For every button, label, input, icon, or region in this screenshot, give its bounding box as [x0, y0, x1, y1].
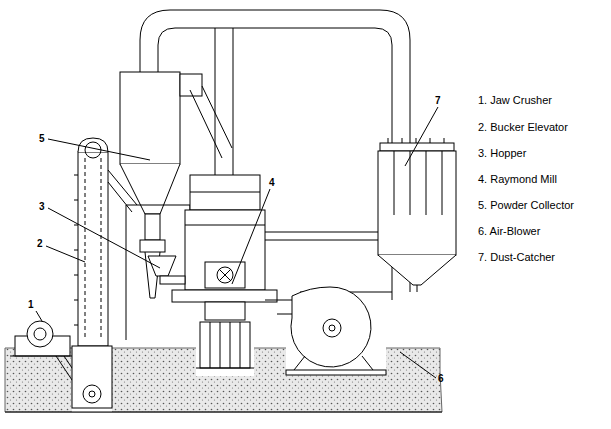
leader-line-part — [46, 246, 85, 262]
air-duct-part — [158, 28, 392, 292]
leader-line — [36, 107, 438, 378]
dust-catcher-part — [378, 151, 456, 255]
powder-collector-part — [145, 214, 160, 240]
air-blower-part — [294, 356, 373, 370]
callout-number: 6 — [438, 373, 444, 384]
bucket-elevator-part — [85, 158, 101, 340]
powder-collector-part — [120, 72, 180, 164]
bucket-elevator-part — [78, 152, 108, 346]
leader-line-part — [48, 139, 150, 160]
leader-line-part — [232, 189, 270, 284]
ground-part — [5, 412, 442, 413]
air-duct-part — [265, 232, 392, 240]
raymond-mill-part — [185, 225, 265, 226]
callout-number: 7 — [435, 95, 441, 106]
raymond-mill — [172, 175, 277, 368]
ground-part — [196, 320, 254, 376]
hopper-part — [160, 276, 185, 284]
leader-line-part — [48, 208, 160, 268]
part-list-item: 3. Hopper — [478, 147, 526, 159]
dust-catcher-part — [417, 285, 418, 292]
bucket-elevator-part — [72, 346, 112, 408]
air-blower-part — [291, 287, 371, 367]
bucket-elevator-part — [85, 142, 101, 158]
raymond-mill-part — [190, 175, 260, 210]
raymond-mill-part — [205, 302, 245, 320]
part-list-item: 1. Jaw Crusher — [478, 94, 552, 106]
ground-part — [72, 346, 112, 412]
jaw-crusher-part — [34, 328, 46, 340]
leader-line-part — [36, 311, 42, 321]
raymond-mill-part — [190, 192, 260, 193]
ground — [5, 320, 442, 412]
air-blower-part — [323, 319, 341, 337]
callout-number: 1 — [28, 299, 34, 310]
raymond-mill-part — [219, 269, 231, 281]
part-list-item: 5. Powder Collector — [478, 199, 574, 211]
callout-number: 5 — [39, 133, 45, 144]
part-list-item: 2. Bucker Elevator — [478, 121, 568, 133]
air-duct-part — [140, 10, 410, 292]
part-list-item: 4. Raymond Mill — [478, 173, 557, 185]
jaw-crusher-part — [27, 321, 53, 347]
dust-catcher-part — [388, 138, 444, 143]
powder-collector-part — [126, 205, 190, 340]
callout-number: 2 — [37, 238, 43, 249]
raymond-mill-part — [172, 290, 277, 302]
part-list-item: 6. Air-Blower — [478, 225, 540, 237]
jaw-crusher-part — [10, 356, 75, 357]
callout-number: 4 — [269, 177, 275, 188]
raymond-mill-part — [196, 322, 254, 368]
air-duct — [140, 10, 410, 292]
air-blower-part — [286, 370, 386, 375]
bucket-elevator-part — [83, 385, 101, 403]
leader-line-part — [400, 352, 436, 378]
air-blower-part — [265, 300, 292, 314]
dust-catcher — [378, 138, 456, 292]
dust-catcher-part — [378, 255, 456, 285]
bucket-elevator-part — [89, 391, 95, 397]
powder-collector-part — [140, 240, 165, 252]
hopper — [148, 256, 185, 284]
raymond-mill-part — [185, 210, 265, 290]
callout-number: 3 — [39, 201, 45, 212]
air-duct-part — [215, 28, 233, 175]
dust-catcher-part — [394, 151, 442, 215]
raymond-mill-part — [200, 322, 250, 368]
leader-line-part — [405, 107, 438, 166]
powder-collector-part — [120, 164, 180, 214]
bucket-elevator-part — [78, 138, 108, 152]
bucket-elevator-part — [74, 175, 78, 325]
air-blower — [265, 287, 392, 375]
raymond-mill-part — [217, 267, 233, 283]
air-duct-part — [190, 86, 232, 158]
air-blower-part — [329, 325, 335, 331]
hopper-part — [148, 256, 176, 276]
part-list-item: 7. Dust-Catcher — [478, 251, 555, 263]
